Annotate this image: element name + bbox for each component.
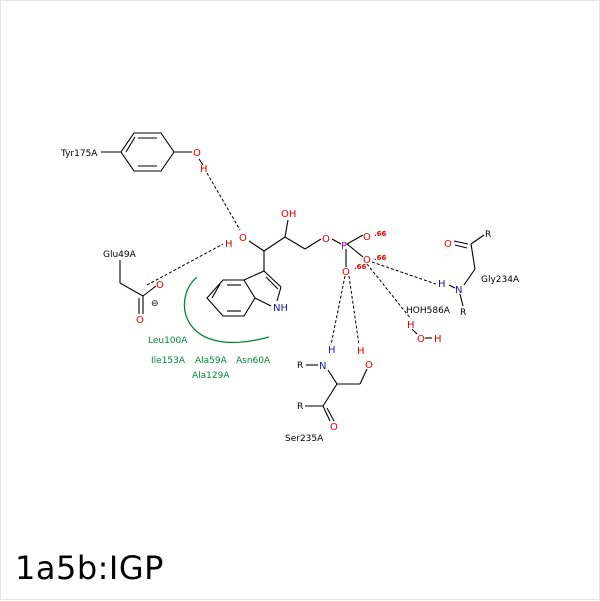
residue-label-ser: Ser235A bbox=[285, 434, 324, 444]
ser-n-hydrogen: H bbox=[328, 345, 336, 356]
hydrophobic-contact-arc bbox=[183, 276, 270, 344]
hydrophobic-ala129: Ala129A bbox=[192, 371, 230, 381]
phosphate-o2: O bbox=[363, 255, 371, 266]
tyr-phenol-ring bbox=[101, 132, 192, 172]
phosphate-o3-charge: .66 bbox=[354, 263, 367, 271]
water-h1: H bbox=[407, 320, 415, 331]
ser-nitrogen: N bbox=[319, 361, 326, 372]
residue-label-water: HOH586A bbox=[406, 306, 451, 316]
residue-label-tyr: Tyr175A bbox=[60, 149, 98, 159]
gly-backbone bbox=[448, 234, 485, 307]
gly-r-group-2: R bbox=[460, 308, 466, 318]
phosphate-group bbox=[345, 234, 364, 267]
water-o: O bbox=[417, 334, 425, 345]
hydrophobic-leu100: Leu100A bbox=[148, 336, 188, 346]
tyr-oh-bond bbox=[198, 158, 204, 166]
glu-oxygen-1: O bbox=[156, 280, 164, 291]
ser-o-hydrogen: H bbox=[357, 346, 365, 357]
glu-negative-charge: ⊖ bbox=[151, 299, 159, 309]
glu-oxygen-2: O bbox=[136, 315, 144, 326]
water-h2: H bbox=[434, 334, 442, 345]
ser-carbonyl-o: O bbox=[330, 422, 338, 433]
ligand-hydroxyl-o: O bbox=[239, 233, 247, 244]
ser-r-group-2: R bbox=[297, 402, 303, 412]
water-bond-1 bbox=[411, 328, 418, 335]
tyr-hydrogen: H bbox=[200, 164, 208, 175]
gly-r-group-1: R bbox=[485, 230, 491, 240]
phosphate-o2-charge: .66 bbox=[374, 254, 387, 262]
hydrogen-bonds bbox=[146, 172, 437, 346]
phosphate-o3: O bbox=[342, 267, 350, 278]
tyr-oxygen: O bbox=[193, 148, 201, 159]
ligand-ester-o: O bbox=[322, 234, 330, 245]
hydrophobic-ile153: Ile153A bbox=[151, 356, 186, 366]
gly-carbonyl-o: O bbox=[444, 239, 452, 250]
ser-backbone bbox=[305, 364, 368, 422]
ligand-hydroxyl-h: H bbox=[225, 239, 233, 250]
phosphate-o1-charge: .66 bbox=[374, 230, 387, 238]
phosphate-o1: O bbox=[363, 232, 371, 243]
gly-nitrogen: N bbox=[455, 285, 462, 296]
residue-label-gly: Gly234A bbox=[481, 275, 520, 285]
hydrophobic-asn60: Asn60A bbox=[236, 356, 271, 366]
ser-r-group-1: R bbox=[297, 361, 303, 371]
hydrophobic-ala59: Ala59A bbox=[195, 356, 228, 366]
ser-oxygen: O bbox=[365, 360, 373, 371]
ligand-indole bbox=[206, 251, 282, 317]
phosphorus-atom: P bbox=[341, 241, 347, 252]
residue-label-glu: Glu49A bbox=[103, 250, 137, 260]
indole-nh: NH bbox=[273, 303, 288, 314]
diagram-title: 1a5b:IGP bbox=[15, 549, 164, 587]
gly-hydrogen: H bbox=[438, 279, 446, 290]
ligand-oh: OH bbox=[281, 209, 296, 220]
ligand-chain bbox=[248, 219, 342, 252]
glu-carboxylate bbox=[119, 260, 157, 314]
